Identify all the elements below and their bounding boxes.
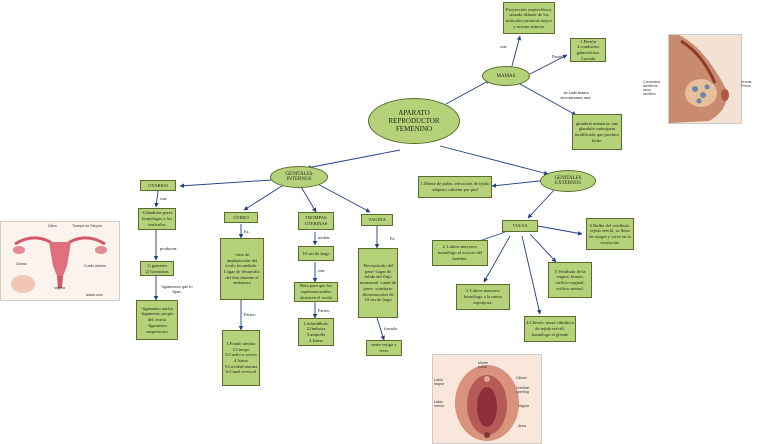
external-genitalia-image [432, 354, 542, 444]
node-mamas: MAMAS [482, 66, 530, 86]
root-aparato-reproductor: APARATO REPRODUCTOR FEMENINO [368, 98, 460, 144]
node-mamas-description: Proyección semiesférica, situada delante… [503, 2, 555, 34]
label-vagina-forrado: forrado: [384, 326, 399, 331]
caption-ext-vagina: Vagina [518, 404, 529, 408]
label-trompas-miden: miden: [318, 235, 331, 240]
node-trompas-uterinas: TROMPAS UTERINAS [298, 212, 334, 230]
breast-anatomy-image [668, 34, 742, 124]
label-ovarios-son: son: [160, 196, 168, 201]
caption-breast-left: Conductos lactíferos seno lactífero [643, 80, 661, 96]
node-utero: ÚTERO [224, 212, 258, 223]
caption-uterus-tube: Trompa de Falopio [72, 224, 103, 228]
label-trompas-partes: Partes: [318, 308, 330, 313]
node-vulva: VULVA [502, 220, 538, 232]
caption-labio-menor: Labio menor [434, 400, 445, 408]
node-clitoris: 4.Clitoris: masa cilíndrica de tejido er… [524, 316, 576, 342]
caption-credit: adam.com [86, 293, 103, 297]
caption-uterus-vagina: Vagina [54, 286, 65, 290]
label-utero-partes: Partes: [244, 312, 256, 317]
node-mamas-partes: 1.Piezón 2.conductos galactóforos 3.areo… [570, 38, 606, 62]
node-utero-desc: -sitio de implantación del óvulo fecunda… [220, 238, 264, 300]
node-monte-pubis: 1.Monte de pubis: elevación de tejido ad… [418, 176, 492, 198]
caption-urethral: Urethral opening [516, 386, 529, 394]
caption-monte-pubis: Monte pubis [478, 361, 488, 369]
node-genitales-externos: GENITALES EXTERNOS [540, 170, 596, 192]
label-trompas-son: son: [318, 268, 326, 273]
node-bulbo-vestibulo: 5.Bulbo del vestíbulo: tejido eréctil, s… [586, 218, 634, 250]
caption-clitoris: Clitoris [516, 376, 527, 380]
node-trompas-partes: 1.infundíbulo 2.fimbrias 3.ampolla 4.Ist… [298, 318, 334, 346]
caption-anus: Anus [518, 424, 527, 428]
uterus-anatomy-image [0, 221, 120, 301]
external-genitalia-illustration [433, 355, 541, 443]
caption-labio-mayor: Labio mayor [434, 378, 444, 386]
node-vestibulo: 5.Vestíbulo de la vagina: himen, orifici… [548, 262, 592, 298]
label-mamas-partes: Partes: [552, 54, 564, 59]
node-labios-mayores: 2. Labios mayores: homólogo al escroto d… [432, 240, 488, 266]
node-vagina: VAGINA [361, 214, 393, 226]
node-labios-menores: 3. Labios menores: homólogo a la uretra … [456, 284, 510, 310]
label-mamas-son: son: [500, 44, 508, 49]
label-ovarios-ligamentos: ligamentos que lo fijan: [161, 284, 193, 295]
node-vagina-forrado: entre vejiga y recto [366, 340, 402, 356]
caption-cervix: Cuello uterino [84, 264, 107, 268]
caption-ovary: Ovario [16, 262, 27, 266]
node-ovarios-producen: 1) gametos 2) hormonas [140, 261, 174, 276]
caption-breast-right: Areola Pezón [741, 80, 752, 88]
node-ovarios: OVARIOS [140, 180, 176, 191]
node-ovarios-desc: -Glándulas pares homólogas a los testícu… [138, 208, 176, 230]
node-vagina-desc: -Receptáculo del pene -lugar de salida d… [358, 248, 398, 318]
caption-uterus: Útero [48, 224, 57, 228]
node-ovarios-ligamentos: -ligamento ancho -ligamento propio del o… [136, 300, 178, 340]
node-trompas-son: Ruta para que los espermatozoides alcanc… [294, 282, 338, 302]
label-ovarios-producen: producen: [160, 246, 178, 251]
breast-illustration [669, 35, 741, 123]
node-utero-partes: 1.Fondo uterino 2.Cuerpo 3.Cuello o cerv… [222, 330, 260, 386]
uterus-illustration [1, 222, 119, 300]
node-trompas-miden: 10 cm de largo [298, 246, 334, 261]
label-vagina-es: Es: [390, 236, 396, 241]
label-utero-es: Es: [244, 229, 250, 234]
node-glandula-mamaria: glandula mamaria: una glandula sudorípar… [572, 114, 622, 150]
label-mamas-cada: en cada mama encontramos una: [560, 90, 592, 101]
node-genitales-internos: GENITALES INTERNOS [270, 166, 328, 188]
